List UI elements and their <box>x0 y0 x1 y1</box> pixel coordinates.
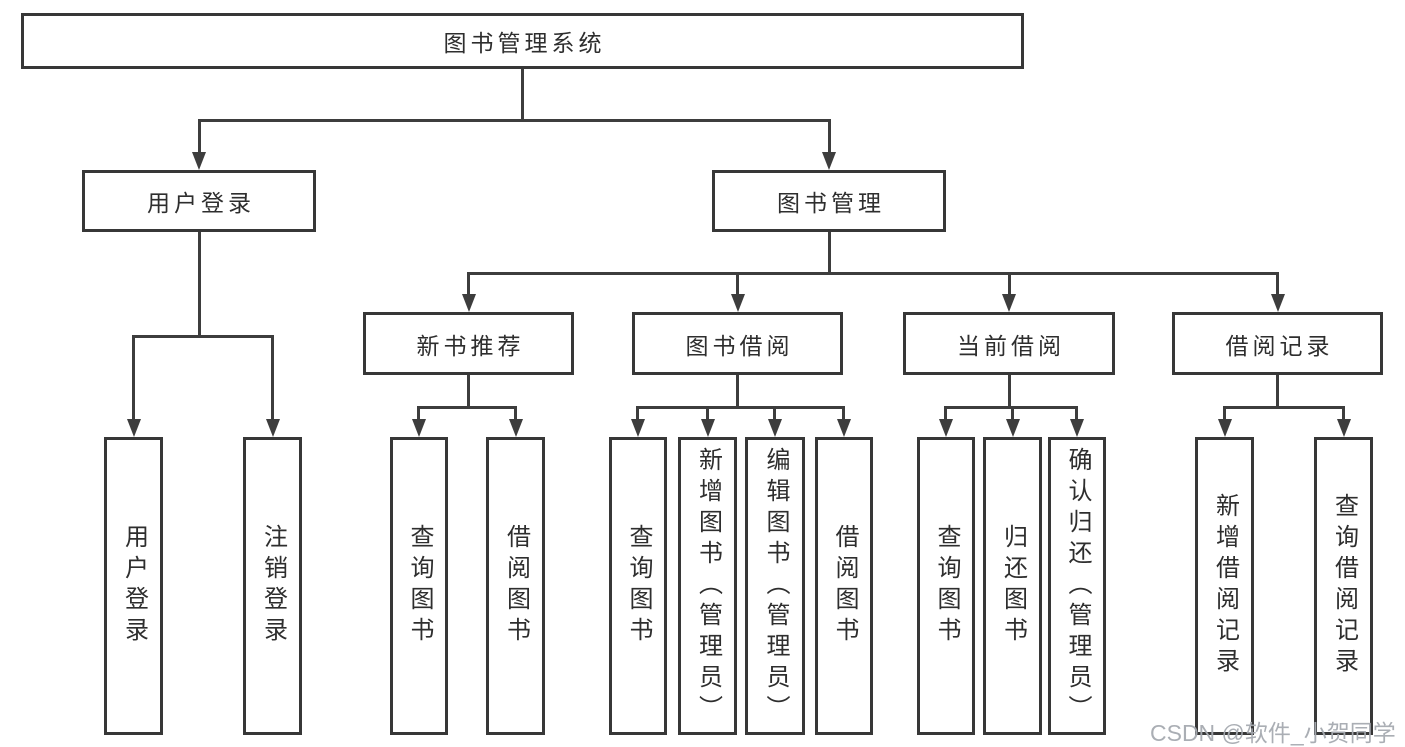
leaf-query-books-recommend: 查询图书 <box>390 437 448 735</box>
connector-drop <box>944 406 947 422</box>
leaf-edit-book-admin: 编辑图书（管理员） <box>745 437 805 735</box>
arrowhead-icon <box>1070 419 1084 437</box>
arrowhead-icon <box>192 152 206 170</box>
arrowhead-icon <box>462 294 476 312</box>
connector-drop-leaf-user-login <box>132 335 135 421</box>
node-label: 新书推荐 <box>416 332 525 359</box>
connector-drop-current-borrow <box>1008 272 1011 296</box>
connector-drop <box>1075 406 1078 422</box>
csdn-watermark: CSDN @软件_小贺同学 <box>1150 720 1396 746</box>
leaf-label: 借阅图书 <box>502 524 530 648</box>
arrowhead-icon <box>127 419 141 437</box>
leaf-borrow-books-recommend: 借阅图书 <box>486 437 545 735</box>
node-book-borrowing: 图书借阅 <box>632 312 843 375</box>
leaf-label: 查询图书 <box>933 524 960 648</box>
node-new-book-recommend: 新书推荐 <box>363 312 574 375</box>
leaf-label: 查询图书 <box>625 524 652 648</box>
connector-drop <box>773 406 776 422</box>
leaf-query-borrow-record: 查询借阅记录 <box>1314 437 1373 735</box>
arrowhead-icon <box>509 419 523 437</box>
connector-borrow-records-bus <box>1223 406 1345 409</box>
connector-drop-new-book <box>467 272 470 296</box>
connector-drop-leaf-logout <box>271 335 274 421</box>
leaf-query-books-current: 查询图书 <box>917 437 975 735</box>
connector-user-login-bus <box>132 335 273 338</box>
leaf-logout: 注销登录 <box>243 437 302 735</box>
connector-drop <box>842 406 845 422</box>
connector-drop <box>706 406 709 422</box>
connector-new-book-bus <box>417 406 517 409</box>
connector-drop <box>514 406 517 422</box>
leaf-add-borrow-record: 新增借阅记录 <box>1195 437 1254 735</box>
leaf-user-login: 用户登录 <box>104 437 163 735</box>
arrowhead-icon <box>1271 294 1285 312</box>
arrowhead-icon <box>266 419 280 437</box>
leaf-add-book-admin: 新增图书（管理员） <box>678 437 737 735</box>
node-current-borrowing: 当前借阅 <box>903 312 1115 375</box>
connector-level2-bus <box>467 272 1279 275</box>
connector-drop-book-borrow <box>736 272 739 296</box>
node-label: 当前借阅 <box>957 332 1065 359</box>
connector-borrow-records-stem <box>1276 375 1279 406</box>
node-label: 图书管理 <box>777 190 885 216</box>
leaf-borrow-books-borrowing: 借阅图书 <box>815 437 873 735</box>
arrowhead-icon <box>1006 419 1020 437</box>
arrowhead-icon <box>1002 294 1016 312</box>
leaf-label: 注销登录 <box>259 524 287 648</box>
leaf-label: 归还图书 <box>999 524 1027 648</box>
connector-drop <box>1342 406 1345 422</box>
arrowhead-icon <box>701 419 715 437</box>
leaf-return-books: 归还图书 <box>983 437 1042 735</box>
arrowhead-icon <box>768 419 782 437</box>
connector-new-book-stem <box>467 375 470 406</box>
leaf-label: 编辑图书（管理员） <box>762 446 789 726</box>
leaf-confirm-return-admin: 确认归还（管理员） <box>1048 437 1106 735</box>
connector-user-login-stem <box>198 232 201 335</box>
connector-drop-borrow-records <box>1276 272 1279 296</box>
connector-book-borrow-stem <box>736 375 739 406</box>
leaf-label: 借阅图书 <box>831 524 858 648</box>
arrowhead-icon <box>731 294 745 312</box>
connector-drop-book-management <box>828 119 831 154</box>
connector-level1-bus <box>198 119 831 122</box>
node-library-management-system: 图书管理系统 <box>21 13 1024 69</box>
leaf-label: 查询借阅记录 <box>1330 493 1358 679</box>
connector-drop <box>1223 406 1226 422</box>
node-label: 借阅记录 <box>1225 332 1334 359</box>
connector-drop <box>1011 406 1014 422</box>
arrowhead-icon <box>822 152 836 170</box>
connector-drop <box>417 406 420 422</box>
node-user-login: 用户登录 <box>82 170 316 232</box>
leaf-query-books-borrowing: 查询图书 <box>609 437 667 735</box>
connector-root-stem <box>521 69 524 120</box>
node-label: 图书借阅 <box>685 332 794 359</box>
connector-drop <box>636 406 639 422</box>
connector-drop-user-login <box>198 119 201 154</box>
node-book-management: 图书管理 <box>712 170 946 232</box>
leaf-label: 确认归还（管理员） <box>1064 446 1091 726</box>
arrowhead-icon <box>837 419 851 437</box>
node-label: 图书管理系统 <box>443 30 606 56</box>
node-label: 用户登录 <box>147 190 255 216</box>
leaf-label: 用户登录 <box>120 524 148 648</box>
arrowhead-icon <box>412 419 426 437</box>
connector-book-mgmt-stem <box>828 232 831 272</box>
leaf-label: 新增图书（管理员） <box>694 446 722 726</box>
arrowhead-icon <box>939 419 953 437</box>
node-borrowing-records: 借阅记录 <box>1172 312 1383 375</box>
connector-book-borrow-bus <box>636 406 845 409</box>
arrowhead-icon <box>1218 419 1232 437</box>
arrowhead-icon <box>631 419 645 437</box>
leaf-label: 查询图书 <box>406 524 433 648</box>
leaf-label: 新增借阅记录 <box>1211 493 1239 679</box>
connector-current-borrow-stem <box>1008 375 1011 406</box>
arrowhead-icon <box>1337 419 1351 437</box>
